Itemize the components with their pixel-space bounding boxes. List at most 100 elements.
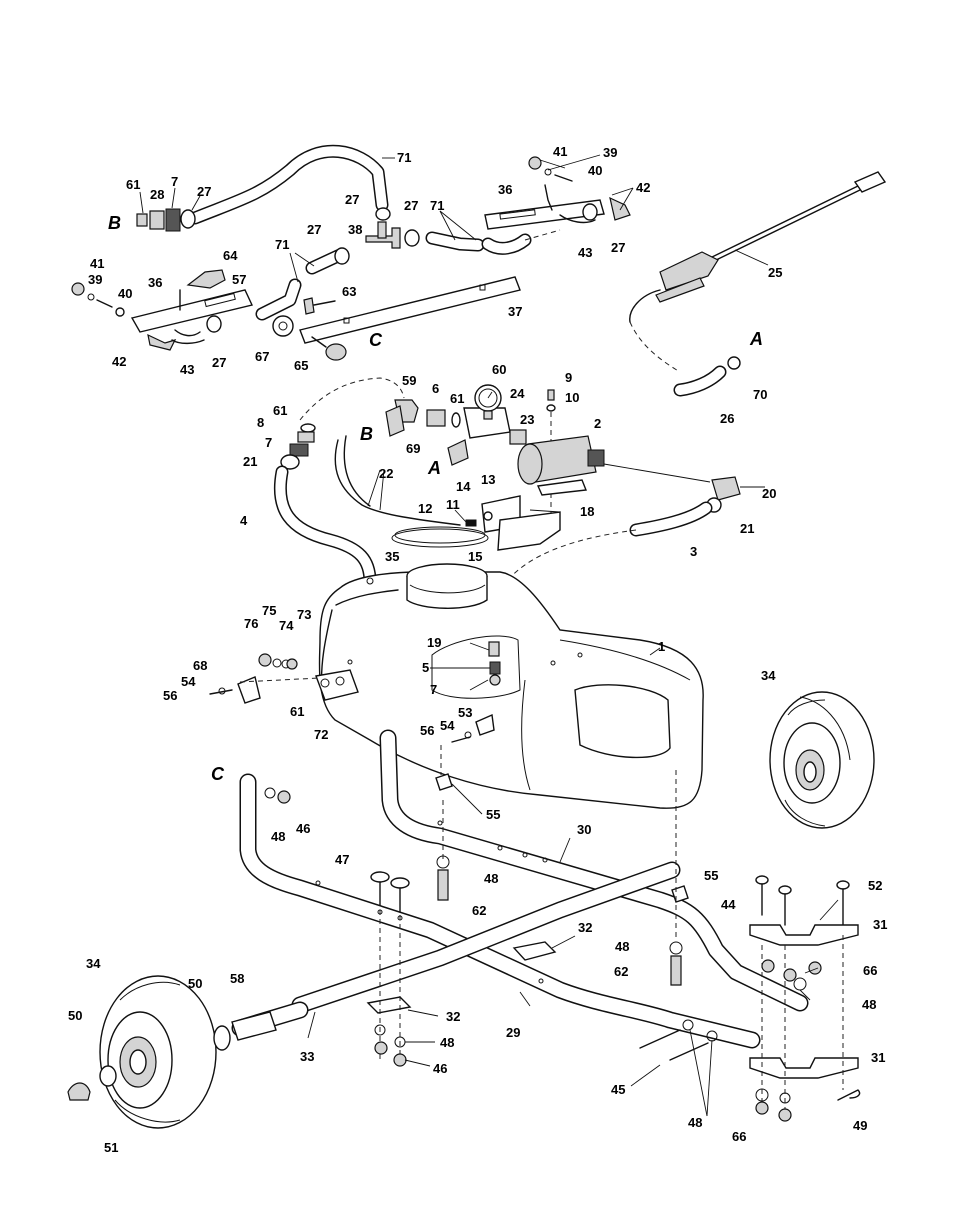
callout-31: 31	[873, 917, 887, 932]
callout-63: 63	[342, 284, 356, 299]
callout-61: 61	[290, 704, 304, 719]
callout-23: 23	[520, 412, 534, 427]
callout-47: 47	[335, 852, 349, 867]
callout-37: 37	[508, 304, 522, 319]
callout-33: 33	[300, 1049, 314, 1064]
callout-52: 52	[868, 878, 882, 893]
callout-51: 51	[104, 1140, 118, 1155]
callout-55: 55	[486, 807, 500, 822]
callout-64: 64	[223, 248, 238, 263]
bracket-31-upper	[749, 924, 859, 946]
callout-26: 26	[720, 411, 734, 426]
callout-2: 2	[594, 416, 601, 431]
callout-65: 65	[294, 358, 308, 373]
spacer-58	[231, 1011, 277, 1041]
reference-letter-a: A	[427, 458, 441, 478]
callout-12: 12	[418, 501, 432, 516]
frame	[231, 729, 861, 1122]
callout-71: 71	[275, 237, 289, 252]
callout-56: 56	[420, 723, 434, 738]
callout-40: 40	[588, 163, 602, 178]
callout-10: 10	[565, 390, 579, 405]
callout-61: 61	[450, 391, 464, 406]
wing-knob-64	[186, 269, 226, 289]
wand-handle	[659, 251, 719, 291]
callout-67: 67	[255, 349, 269, 364]
callout-20: 20	[762, 486, 776, 501]
callout-6: 6	[432, 381, 439, 396]
callout-57: 57	[232, 272, 246, 287]
callout-4: 4	[240, 513, 248, 528]
callout-32: 32	[578, 920, 592, 935]
fitting-61	[136, 213, 148, 227]
callout-27: 27	[611, 240, 625, 255]
callout-22: 22	[379, 466, 393, 481]
reference-letter-c: C	[369, 330, 383, 350]
callout-59: 59	[402, 373, 416, 388]
callout-76: 76	[244, 616, 258, 631]
callout-48: 48	[615, 939, 629, 954]
callout-24: 24	[510, 386, 525, 401]
bracket-31-lower	[749, 1057, 859, 1079]
clamp-27-top	[375, 207, 391, 221]
callout-61: 61	[126, 177, 140, 192]
callout-25: 25	[768, 265, 782, 280]
callout-40: 40	[118, 286, 132, 301]
callout-44: 44	[721, 897, 736, 912]
fitting-28	[149, 210, 165, 230]
callout-27: 27	[307, 222, 321, 237]
callout-49: 49	[853, 1118, 867, 1133]
bracket-hardware-left	[209, 653, 495, 775]
callout-35: 35	[385, 549, 399, 564]
elbow-20	[711, 476, 741, 501]
callout-48: 48	[484, 871, 498, 886]
callout-42: 42	[636, 180, 650, 195]
boom-hose-assembly	[71, 144, 631, 361]
callout-19: 19	[427, 635, 441, 650]
callout-1: 1	[658, 639, 665, 654]
callout-29: 29	[506, 1025, 520, 1040]
callout-5: 5	[422, 660, 429, 675]
callout-43: 43	[180, 362, 194, 377]
callout-34: 34	[86, 956, 101, 971]
callout-62: 62	[472, 903, 486, 918]
callout-39: 39	[88, 272, 102, 287]
callout-66: 66	[863, 963, 877, 978]
callout-36: 36	[498, 182, 512, 197]
callout-46: 46	[296, 821, 310, 836]
callout-27: 27	[212, 355, 226, 370]
boom-36-right	[484, 199, 605, 230]
reference-letter-b: B	[108, 213, 121, 233]
callout-68: 68	[193, 658, 207, 673]
star-washer-67	[272, 315, 294, 337]
callout-50: 50	[188, 976, 202, 991]
callout-15: 15	[468, 549, 482, 564]
callout-66: 66	[732, 1129, 746, 1144]
washer-50-left	[99, 1065, 117, 1087]
callout-7: 7	[171, 174, 178, 189]
callout-69: 69	[406, 441, 420, 456]
callout-73: 73	[297, 607, 311, 622]
callout-56: 56	[163, 688, 177, 703]
reference-letter-a: A	[749, 329, 763, 349]
carriage-bolt-65	[325, 343, 347, 361]
callout-48: 48	[862, 997, 876, 1012]
callout-28: 28	[150, 187, 164, 202]
callout-32: 32	[446, 1009, 460, 1024]
callout-46: 46	[433, 1061, 447, 1076]
callout-45: 45	[611, 1082, 625, 1097]
callout-31: 31	[871, 1050, 885, 1065]
reference-letter-c: C	[211, 764, 225, 784]
callout-61: 61	[273, 403, 287, 418]
wheel-34-left	[67, 975, 231, 1129]
callout-54: 54	[181, 674, 196, 689]
bracket-72	[315, 669, 359, 701]
washer-50-right	[213, 1025, 231, 1051]
callout-8: 8	[257, 415, 264, 430]
callout-30: 30	[577, 822, 591, 837]
nozzle-42-right	[609, 196, 631, 221]
bracket-18	[497, 511, 561, 551]
callout-41: 41	[553, 144, 567, 159]
